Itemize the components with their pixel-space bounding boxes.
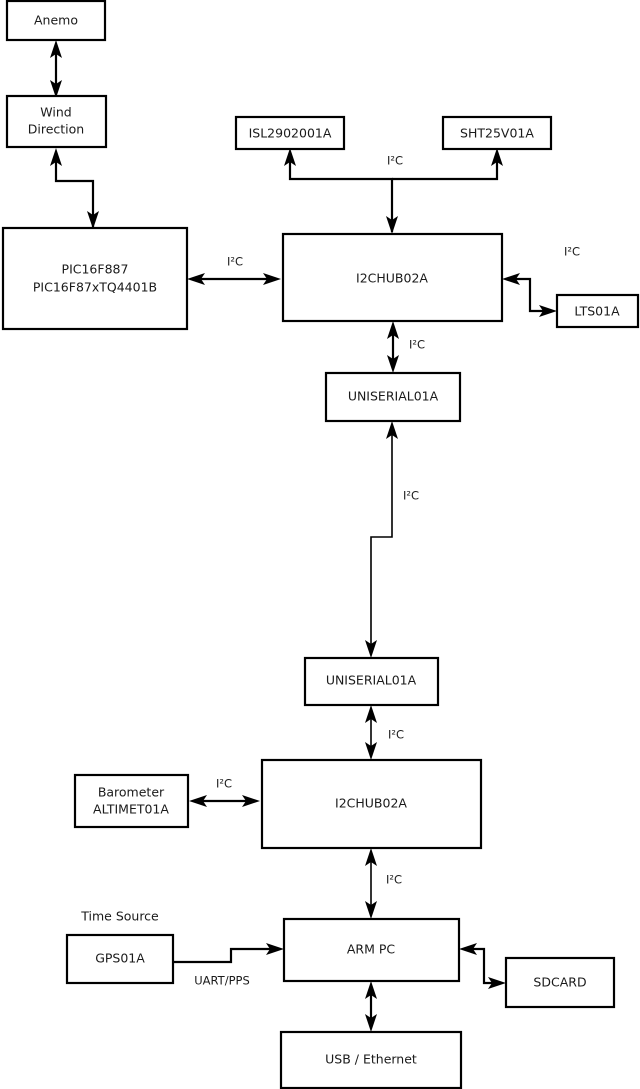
node-uniserial01a-bottom-label: UNISERIAL01A <box>326 673 417 688</box>
node-lts01a-label: LTS01A <box>574 304 620 319</box>
arrowhead-down <box>87 211 99 229</box>
arrowhead-left <box>189 795 207 807</box>
edge-label-pic-hub: I²C <box>227 255 243 269</box>
node-lts01a-box[interactable] <box>555 293 640 329</box>
node-usb-ethernet-label: USB / Ethernet <box>325 1052 417 1067</box>
node-wind-direction-box[interactable] <box>5 94 108 149</box>
node-isl2902001a[interactable]: ISL2902001A <box>234 115 346 151</box>
arrowhead-right <box>266 943 284 955</box>
edge-uniserial-link: I²C <box>365 421 419 658</box>
node-anemo-box[interactable] <box>5 0 107 42</box>
edge-gps-armpc: UART/PPS <box>173 943 284 988</box>
node-i2chub02a-top[interactable]: I2CHUB02A <box>281 232 504 323</box>
edge-label-hub-armpc: I²C <box>386 873 402 887</box>
arrowhead-down <box>365 1014 377 1032</box>
node-wind-direction-label-line2: Direction <box>28 122 84 137</box>
node-pic-mcu[interactable]: PIC16F887 PIC16F87xTQ4401B <box>1 226 189 331</box>
arrowhead-up <box>365 981 377 999</box>
node-uniserial01a-top[interactable]: UNISERIAL01A <box>324 371 462 423</box>
node-sht25v01a-label: SHT25V01A <box>460 126 534 141</box>
arrowhead-right <box>242 795 260 807</box>
node-sdcard-box[interactable] <box>504 956 616 1009</box>
arrowhead-up <box>387 321 399 339</box>
node-arm-pc[interactable]: ARM PC <box>282 917 461 983</box>
edge-uniserialbot-hubbot: I²C <box>365 705 404 760</box>
node-usb-ethernet-box[interactable] <box>279 1030 463 1089</box>
edge-label-hub-uniserial: I²C <box>409 338 425 352</box>
edge-hubtop-sensors: I²C <box>284 148 503 234</box>
arrowhead-down <box>365 640 377 658</box>
node-uniserial01a-top-label: UNISERIAL01A <box>348 389 439 404</box>
node-arm-pc-label: ARM PC <box>347 942 396 957</box>
arrowhead-down <box>365 901 377 919</box>
node-gps01a-box[interactable] <box>65 933 175 985</box>
node-uniserial01a-bottom-box[interactable] <box>303 656 440 707</box>
node-gps01a-label: GPS01A <box>95 951 145 966</box>
edge-armpc-sdcard <box>459 943 506 989</box>
edge-barometer-hubbot: I²C <box>189 777 260 807</box>
arrowhead-right <box>488 977 506 989</box>
edge-pic-wind <box>50 148 99 229</box>
edge-label-hub-sensors: I²C <box>387 154 403 168</box>
node-uniserial01a-top-box[interactable] <box>324 371 462 423</box>
edge-label-uniserial-link: I²C <box>403 489 419 503</box>
arrowhead-up <box>365 705 377 723</box>
node-isl2902001a-box[interactable] <box>234 115 346 151</box>
arrowhead-down <box>50 80 62 98</box>
edge-hubtop-lts: I²C <box>502 245 580 317</box>
node-anemo[interactable]: Anemo <box>5 0 107 42</box>
node-wind-direction[interactable]: Wind Direction <box>5 94 108 149</box>
arrowhead-up <box>50 148 62 166</box>
arrowhead-right <box>263 273 281 285</box>
node-i2chub02a-bottom-box[interactable] <box>260 758 483 850</box>
edge-pic-hubtop: I²C <box>187 255 281 285</box>
node-isl2902001a-label: ISL2902001A <box>249 126 332 141</box>
node-sdcard[interactable]: SDCARD <box>504 956 616 1009</box>
node-barometer-label-line1: Barometer <box>98 785 165 800</box>
node-pic-mcu-label-line1: PIC16F887 <box>62 262 129 277</box>
arrowhead-up-sht <box>491 148 503 166</box>
node-i2chub02a-bottom-label: I2CHUB02A <box>335 796 407 811</box>
node-uniserial01a-bottom[interactable]: UNISERIAL01A <box>303 656 440 707</box>
node-pic-mcu-box[interactable] <box>1 226 189 331</box>
arrowhead-left <box>502 273 520 285</box>
edge-armpc-usbeth <box>365 981 377 1032</box>
edge-anemo-wind <box>50 40 62 98</box>
node-barometer-label-line2: ALTIMET01A <box>93 802 169 817</box>
node-barometer-box[interactable] <box>73 773 190 829</box>
arrowhead-right <box>539 305 557 317</box>
arrowhead-down <box>365 742 377 760</box>
node-barometer[interactable]: Barometer ALTIMET01A <box>73 773 190 829</box>
node-wind-direction-label-line1: Wind <box>40 105 71 120</box>
arrowhead-up <box>365 848 377 866</box>
node-sht25v01a[interactable]: SHT25V01A <box>441 115 553 151</box>
node-i2chub02a-top-box[interactable] <box>281 232 504 323</box>
edge-label-barometer-hub: I²C <box>216 777 232 791</box>
node-sht25v01a-box[interactable] <box>441 115 553 151</box>
node-arm-pc-box[interactable] <box>282 917 461 983</box>
edge-label-hub-lts: I²C <box>564 245 580 259</box>
edge-hubtop-uniserialtop: I²C <box>387 321 425 373</box>
arrowhead-up <box>386 421 398 439</box>
node-sdcard-label: SDCARD <box>533 975 586 990</box>
edge-hubbot-armpc: I²C <box>365 848 402 919</box>
edge-label-uniserial-hub-bot: I²C <box>388 728 404 742</box>
node-gps01a[interactable]: GPS01A <box>65 933 175 985</box>
edge-label-gps-armpc: UART/PPS <box>194 974 250 988</box>
node-anemo-label: Anemo <box>34 13 78 28</box>
arrowhead-up <box>50 40 62 58</box>
node-i2chub02a-bottom[interactable]: I2CHUB02A <box>260 758 483 850</box>
node-pic-mcu-label-line2: PIC16F87xTQ4401B <box>33 280 157 295</box>
node-i2chub02a-top-label: I2CHUB02A <box>356 271 428 286</box>
node-lts01a[interactable]: LTS01A <box>555 293 640 329</box>
arrowhead-down <box>386 216 398 234</box>
arrowhead-up-isl <box>284 148 296 166</box>
arrowhead-left <box>459 943 477 955</box>
time-source-label: Time Source <box>80 909 159 924</box>
node-usb-ethernet[interactable]: USB / Ethernet <box>279 1030 463 1089</box>
arrowhead-left <box>187 273 205 285</box>
arrowhead-down <box>387 355 399 373</box>
